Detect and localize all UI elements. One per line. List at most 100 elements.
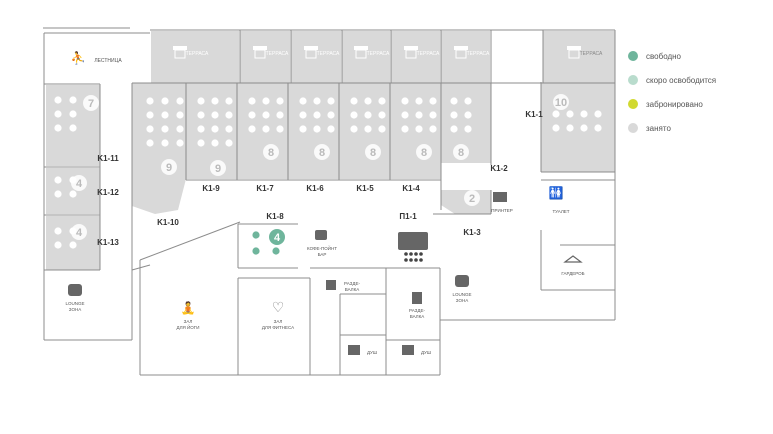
room-k1-10-seat <box>176 139 184 147</box>
meeting-seat <box>419 258 423 262</box>
room-label-п1-1: П1-1 <box>399 212 417 221</box>
table-icon <box>506 49 518 59</box>
stairs-area <box>44 33 132 73</box>
room-k1-4-seat <box>415 111 423 119</box>
room-k1-9-seat <box>197 111 205 119</box>
awning-icon <box>354 46 368 50</box>
room-k1-1-seats: 10 <box>555 97 567 109</box>
room-k1-7-seat <box>276 97 284 105</box>
legend-label-booked: забронировано <box>646 99 703 109</box>
room-label-k1-12: K1-12 <box>97 188 119 197</box>
room-k1-9-seats: 9 <box>215 163 221 175</box>
table-icon <box>254 49 266 59</box>
coffee-cup-icon <box>315 230 327 240</box>
room-k1-1-seat <box>580 110 588 118</box>
stairs-label: ЛЕСТНИЦА <box>94 58 122 64</box>
room-k1-12-seat <box>54 190 62 198</box>
heart-icon: ♡ <box>272 299 285 315</box>
terrace-label: ТЕРРАСА <box>266 51 289 57</box>
room-k1-2-seat <box>464 111 472 119</box>
awning-icon <box>505 46 519 50</box>
room-k1-11-seat <box>54 96 62 104</box>
room-k1-10-seat <box>176 111 184 119</box>
fitness-label: ЗАЛ <box>274 319 283 324</box>
room-k1-4-seat <box>415 97 423 105</box>
room-k1-2-seat <box>450 97 458 105</box>
legend-item-soon: скоро освободится <box>628 68 768 92</box>
room-fill-terrace-1 <box>151 31 239 83</box>
room-k1-9-seat <box>211 111 219 119</box>
room-k1-5-seat <box>350 111 358 119</box>
yoga-sublabel: ДЛЯ ЙОГИ <box>177 323 200 330</box>
meeting-seat <box>409 252 413 256</box>
locker-label: РАЗДЕ- <box>344 281 360 286</box>
room-label-k1-1: K1-1 <box>525 110 543 119</box>
room-k1-1-seat <box>566 110 574 118</box>
room-k1-11-seats: 7 <box>88 98 94 110</box>
room-k1-4-seat <box>401 97 409 105</box>
room-k1-6-seat <box>327 111 335 119</box>
awning-icon <box>454 46 468 50</box>
room-k1-8-seat <box>252 231 260 239</box>
locker-icon <box>326 280 336 290</box>
toilet-icon: 🚻 <box>549 186 564 200</box>
room-label-k1-4: K1-4 <box>402 184 420 193</box>
locker-label: РАЗДЕ- <box>409 308 425 313</box>
room-label-k1-2: K1-2 <box>490 164 508 173</box>
room-k1-6-seat <box>327 97 335 105</box>
legend-item-occupied: занято <box>628 116 768 140</box>
lounge-sublabel: ЗОНА <box>69 307 81 312</box>
room-k1-10-seat <box>161 139 169 147</box>
room-k1-7-seat <box>262 111 270 119</box>
room-k1-4-seats: 8 <box>421 147 427 159</box>
printer-icon <box>493 192 507 202</box>
terrace-icon <box>173 46 187 59</box>
terrace-label: ТЕРРАСА <box>467 51 490 57</box>
room-k1-7-seat <box>262 125 270 133</box>
room-k1-5-badge <box>365 144 381 160</box>
room-label-k1-9: K1-9 <box>202 184 220 193</box>
table-icon <box>568 49 580 59</box>
meeting-seat <box>419 252 423 256</box>
legend-item-free: свободно <box>628 44 768 68</box>
room-k1-2-seats: 8 <box>458 147 464 159</box>
shower-icon <box>402 345 414 355</box>
room-k1-5-seat <box>364 125 372 133</box>
yoga-label: ЗАЛ <box>184 319 193 324</box>
terrace-label: ТЕРРАСА <box>580 51 603 57</box>
room-label-k1-10: K1-10 <box>157 218 179 227</box>
room-k1-8-seat <box>272 247 280 255</box>
room-k1-10-seat <box>146 125 154 133</box>
table-icon <box>405 49 417 59</box>
meeting-seat <box>409 258 413 262</box>
room-label-k1-5: K1-5 <box>356 184 374 193</box>
terrace-label: ТЕРРАСА <box>367 51 390 57</box>
room-k1-9-seat <box>197 139 205 147</box>
room-k1-10-seat <box>176 97 184 105</box>
terrace-icon <box>354 46 368 59</box>
room-k1-2-seat <box>464 97 472 105</box>
room-k1-13-seat <box>69 241 77 249</box>
room-k1-6-seat <box>299 111 307 119</box>
table-icon <box>305 49 317 59</box>
room-k1-9-seat <box>225 111 233 119</box>
room-k1-11-seat <box>54 124 62 132</box>
stairs-icon: ⛹ <box>71 50 86 65</box>
room-k1-7-seat <box>262 97 270 105</box>
room-k1-1-seat <box>566 124 574 132</box>
room-k1-9-seat <box>197 125 205 133</box>
room-k1-3-badge <box>464 190 480 206</box>
room-k1-12-seat <box>54 176 62 184</box>
room-k1-11-seat <box>69 96 77 104</box>
awning-icon <box>253 46 267 50</box>
room-k1-4-seat <box>401 125 409 133</box>
terrace-label: ТЕРРАСА <box>417 51 440 57</box>
room-k1-5-seat <box>378 125 386 133</box>
room-k1-2-seat <box>450 111 458 119</box>
room-fill-k1-1 <box>541 82 615 172</box>
room-k1-10-seat <box>161 125 169 133</box>
room-k1-13-seat <box>54 227 62 235</box>
room-k1-6-seat <box>299 97 307 105</box>
legend-label-soon: скоро освободится <box>646 75 717 85</box>
room-k1-2-seat <box>450 125 458 133</box>
